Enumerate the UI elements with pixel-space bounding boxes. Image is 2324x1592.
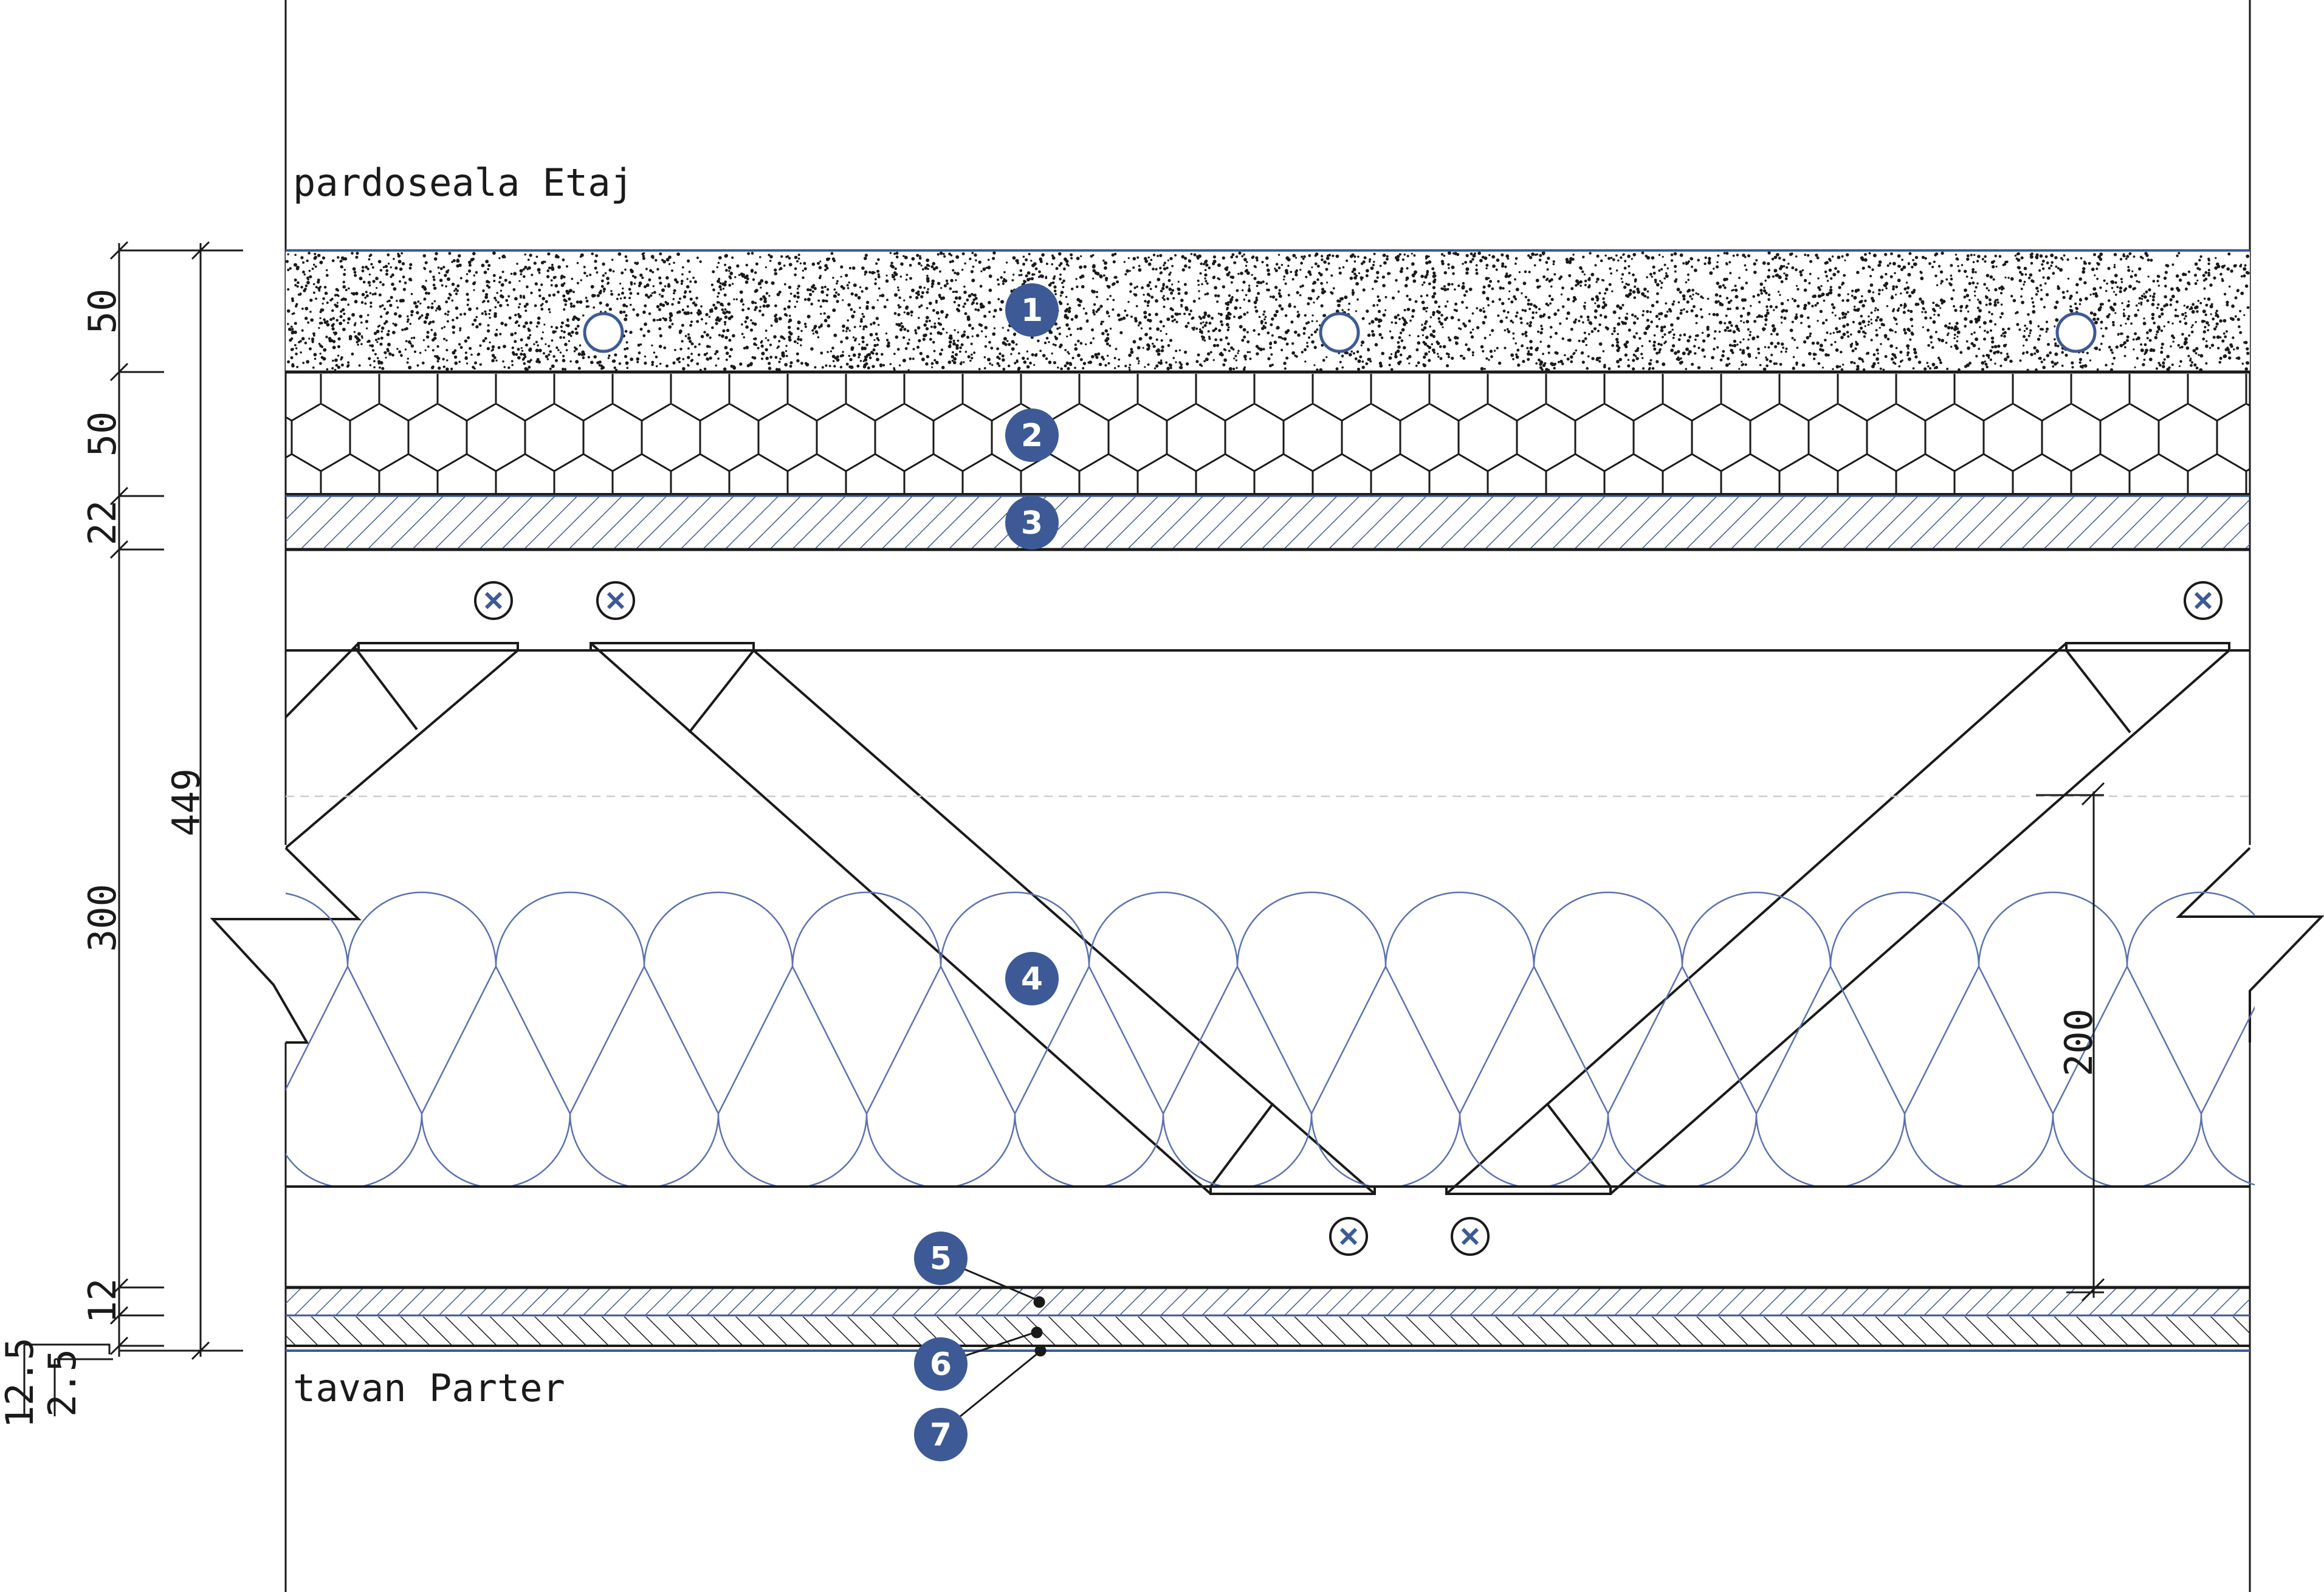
decking-layer (286, 495, 2250, 551)
screed-stipple (285, 251, 2250, 372)
fastener-icon (596, 581, 635, 620)
dim-plasterboard: 12.5 (0, 1337, 42, 1428)
tag-6: 6 (914, 1337, 968, 1391)
insulation-layer (286, 891, 2255, 1185)
dim-finish: 2.5 (40, 1349, 84, 1417)
joist-truss (286, 642, 2250, 1195)
dimension-lines (23, 241, 2105, 1416)
plasterboard-layer (286, 1317, 2250, 1347)
fastener-icon (1329, 1217, 1368, 1256)
fastener-icon (1451, 1217, 1490, 1256)
tag-5: 5 (914, 1232, 968, 1285)
tag-3: 3 (1005, 496, 1059, 550)
dimension-texts: 50 50 22 449 300 200 12 12.5 2.5 (0, 289, 2101, 1428)
heating-pipe-icon (2055, 312, 2097, 353)
dim-insulation: 200 (2057, 1008, 2101, 1077)
insulation-curves (286, 891, 2255, 1185)
dim-insulation-board: 50 (80, 412, 125, 457)
batten-layer (286, 1286, 2250, 1317)
tag-2: 2 (1005, 408, 1059, 462)
tag-7: 7 (914, 1408, 968, 1461)
ceiling-below-label: tavan Parter (293, 1366, 565, 1410)
tag-1: 1 (1005, 283, 1059, 337)
heating-pipe-icon (1319, 312, 1360, 353)
dim-joist: 300 (80, 884, 125, 952)
tag-4: 4 (1005, 952, 1059, 1005)
screed-layer (285, 249, 2250, 374)
fastener-icon (2184, 581, 2223, 620)
layer-tags: 1 2 3 4 5 6 7 (914, 283, 1059, 1461)
dim-total: 449 (164, 768, 208, 836)
fastener-icon (474, 581, 513, 620)
floor-above-label: pardoseala Etaj (293, 160, 633, 205)
dim-decking: 22 (80, 500, 125, 546)
dim-batten: 12 (80, 1278, 125, 1324)
joist-break-lines (210, 847, 2324, 1044)
insulation-board-layer (286, 374, 2250, 495)
bottom-fasteners (1329, 1217, 1490, 1256)
heating-pipe-icon (583, 312, 624, 353)
tag-leaders (960, 1266, 1047, 1418)
dim-screed: 50 (80, 289, 125, 334)
top-fasteners (474, 581, 2223, 620)
